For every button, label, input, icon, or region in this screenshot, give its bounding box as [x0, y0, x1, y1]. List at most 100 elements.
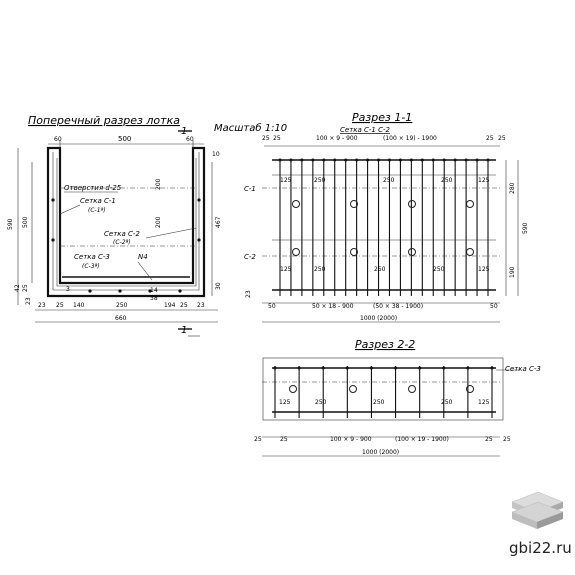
- s11-top-25d: 25: [498, 135, 506, 142]
- rebar-dot: [322, 158, 326, 162]
- s11-top-25b: 25: [273, 135, 281, 142]
- rebar-dot: [311, 158, 315, 162]
- s11-holes: [292, 200, 474, 256]
- s22-row-2: 250: [373, 399, 385, 406]
- rebar-dot: [442, 366, 446, 370]
- dim-b-38: 38: [150, 295, 158, 302]
- dim-b-23a: 23: [38, 302, 46, 309]
- s11-right-590: 590: [522, 222, 529, 234]
- rebar-dot: [344, 158, 348, 162]
- rebar-dot: [486, 158, 490, 162]
- s22-bot-formula2: (100 × 19 - 1900): [395, 436, 449, 443]
- rebar-dot: [289, 158, 293, 162]
- s22-holes: [289, 385, 474, 393]
- s22-vertical-bars: [273, 366, 494, 418]
- dim-b-250: 250: [116, 302, 128, 309]
- s22-bot-formula: 100 × 9 - 900: [330, 436, 372, 443]
- rebar-dot: [333, 158, 337, 162]
- s22-bot-25a: 25: [254, 436, 262, 443]
- rebar-dot: [490, 366, 494, 370]
- rebar-dot: [369, 366, 373, 370]
- callout-mesh-c2-alt: (С-2ª): [113, 239, 131, 246]
- tray-outline: [46, 146, 206, 298]
- s11-left-23: 23: [245, 290, 252, 298]
- dim-top-left: 60: [54, 136, 62, 143]
- s11-row2-2: 250: [374, 266, 386, 273]
- dim-height-500: 500: [22, 216, 29, 228]
- s11-row1-3: 250: [441, 177, 453, 184]
- rebar-dot: [345, 366, 349, 370]
- s22-bot-25d: 25: [503, 436, 511, 443]
- s11-row1-4: 125: [478, 177, 490, 184]
- section-2-2: Разрез 2-2 Сетка С-3 125 250 250 250 125…: [254, 338, 541, 457]
- s22-frame: [262, 357, 504, 421]
- dim-b-140: 140: [73, 302, 85, 309]
- logo-icon: [511, 491, 564, 529]
- rebar-dot: [398, 158, 402, 162]
- section-2-title: Разрез 2-2: [355, 338, 415, 351]
- s11-row2-4: 125: [478, 266, 490, 273]
- s11-top-25c: 25: [486, 135, 494, 142]
- dim-b-3: 3: [66, 286, 70, 293]
- dim-b-14: 14: [150, 287, 158, 294]
- s11-marker-c1: С-1: [244, 185, 256, 193]
- dim-b-25a: 25: [56, 302, 64, 309]
- cross-section: Поперечный разрез лотка Масштаб 1:10 1 1…: [7, 114, 287, 337]
- s22-row-4: 125: [478, 399, 490, 406]
- dim-left-25: 25: [22, 284, 29, 292]
- rebar-dot: [418, 366, 422, 370]
- s11-row1-2: 250: [383, 177, 395, 184]
- s11-bot-50a: 50: [268, 303, 276, 310]
- s11-row2-3: 250: [433, 266, 445, 273]
- section-1-mesh-label: Сетка С-1 С-2: [340, 126, 391, 134]
- s11-bot-total: 1000 (2000): [360, 315, 397, 322]
- s22-row-1: 250: [315, 399, 327, 406]
- rebar-dot: [387, 158, 391, 162]
- s11-bot-formula2: (50 × 38 - 1900): [373, 303, 423, 310]
- rebar-dot: [355, 158, 359, 162]
- s22-row-3: 250: [441, 399, 453, 406]
- s11-bot-50b: 50: [490, 303, 498, 310]
- s11-top-formula: 100 × 9 - 900: [316, 135, 358, 142]
- rebar-dot: [300, 158, 304, 162]
- callout-holes: Отверстия d-25: [64, 184, 122, 192]
- s11-marker-c2: С-2: [244, 253, 256, 261]
- section-1-title: Разрез 1-1: [352, 111, 412, 124]
- rebar-dots: [51, 198, 201, 293]
- rebar-dot: [394, 366, 398, 370]
- callout-mesh-c1-alt: (С-1ª): [88, 207, 106, 214]
- rebar-dot: [297, 366, 301, 370]
- section-marker-top: 1: [181, 126, 187, 137]
- dim-height-467: 467: [215, 216, 222, 228]
- dim-top-right: 60: [186, 136, 194, 143]
- callout-mesh-c1: Сетка С-1: [80, 197, 116, 205]
- s22-bot-25c: 25: [485, 436, 493, 443]
- rebar-dot: [377, 158, 381, 162]
- dim-b-660: 660: [115, 315, 127, 322]
- dim-left-23: 23: [25, 297, 32, 305]
- s11-top-formula2: (100 × 19) - 1900: [383, 135, 437, 142]
- section-2-mesh-label: Сетка С-3: [505, 365, 541, 373]
- s22-bot-total: 1000 (2000): [362, 449, 399, 456]
- dim-b-25b: 25: [180, 302, 188, 309]
- rebar-dot: [321, 366, 325, 370]
- dim-inner-200b: 200: [155, 216, 162, 228]
- rebar-dot: [442, 158, 446, 162]
- rebar-dot: [453, 158, 457, 162]
- rebar-outer: [52, 152, 200, 291]
- callout-n4: N4: [138, 253, 148, 261]
- rebar-dot: [420, 158, 424, 162]
- rebar-dot: [273, 366, 277, 370]
- dim-b-194: 194: [164, 302, 176, 309]
- s22-bot-25b: 25: [280, 436, 288, 443]
- rebar-dot: [409, 158, 413, 162]
- s11-row2-0: 125: [280, 266, 292, 273]
- dim-inner-200: 200: [155, 178, 162, 190]
- s11-right-280: 280: [509, 182, 516, 194]
- callout-mesh-c3-alt: (С-3ª): [82, 263, 100, 270]
- watermark: gbi22.ru: [509, 491, 572, 557]
- s22-row-0: 125: [279, 399, 291, 406]
- s11-row1-0: 125: [280, 177, 292, 184]
- dim-top-middle: 500: [118, 135, 131, 143]
- callout-mesh-c3: Сетка С-3: [74, 253, 110, 261]
